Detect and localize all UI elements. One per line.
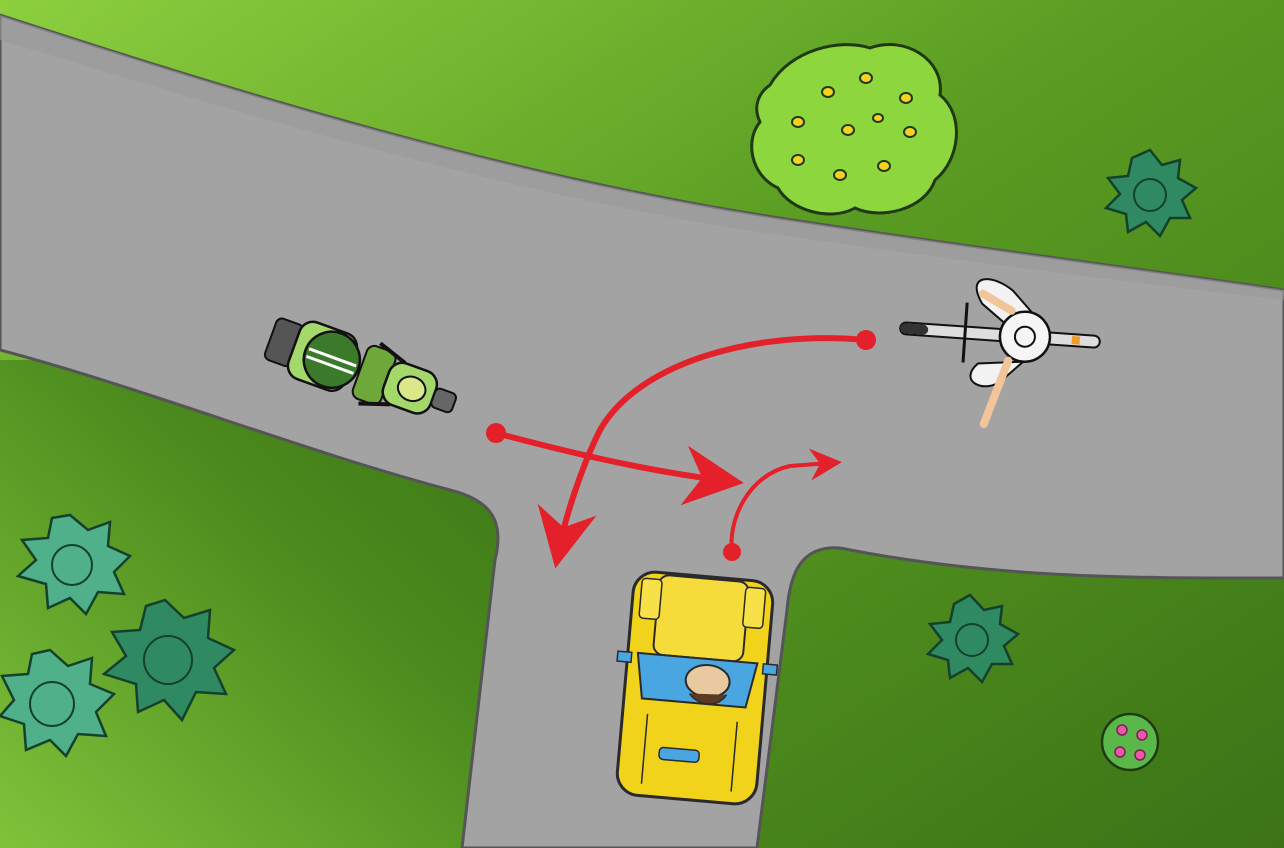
car-icon (615, 570, 779, 806)
car-path-arrow (723, 448, 842, 561)
main-road (0, 13, 1284, 848)
motorcycle-path-arrow (486, 423, 744, 506)
shrub-icon (101, 598, 237, 723)
shrub-icon (1103, 148, 1199, 239)
tree-icon (750, 43, 958, 216)
shrub-icon (0, 648, 117, 759)
flower-bush-icon (1100, 712, 1160, 772)
shrub-icon (15, 513, 133, 617)
shrub-icon (925, 593, 1021, 685)
cyclist-path-arrow (537, 330, 876, 569)
cyclist-icon (899, 278, 1101, 429)
motorcycle-icon (263, 317, 457, 415)
